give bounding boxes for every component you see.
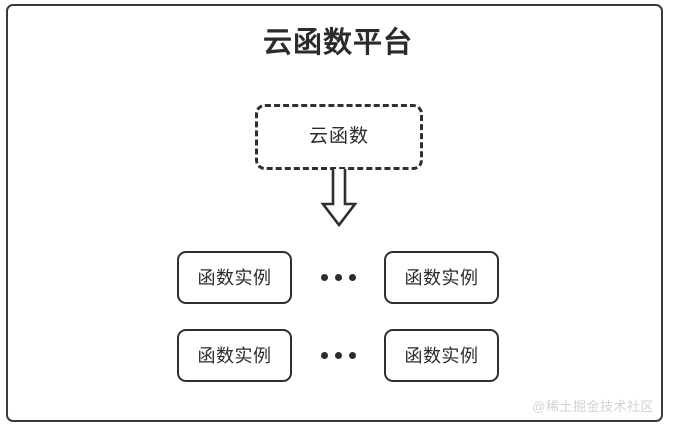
instance-row: 函数实例 函数实例 [0, 328, 676, 383]
ellipsis-dot [348, 274, 356, 281]
cloud-function-label: 云函数 [308, 126, 369, 147]
function-instance-label: 函数实例 [404, 267, 479, 288]
ellipsis-dot [320, 352, 328, 359]
function-instance-box: 函数实例 [384, 329, 499, 382]
ellipsis-dot [320, 274, 328, 281]
ellipsis-dot [334, 274, 342, 281]
ellipsis-dot [348, 352, 356, 359]
page-title: 云函数平台 [262, 27, 413, 59]
watermark: @稀土掘金技术社区 [532, 399, 654, 414]
function-instance-label: 函数实例 [404, 345, 479, 366]
ellipsis-icon [292, 251, 384, 304]
function-instance-label: 函数实例 [197, 267, 272, 288]
function-instance-box: 函数实例 [384, 251, 499, 304]
cloud-function-node: 云函数 [255, 104, 423, 170]
function-instance-label: 函数实例 [197, 345, 272, 366]
function-instance-box: 函数实例 [177, 329, 292, 382]
instance-row: 函数实例 函数实例 [0, 250, 676, 305]
function-instance-box: 函数实例 [177, 251, 292, 304]
arrow-down-outline-icon [317, 168, 361, 228]
ellipsis-icon [292, 329, 384, 382]
ellipsis-dot [334, 352, 342, 359]
